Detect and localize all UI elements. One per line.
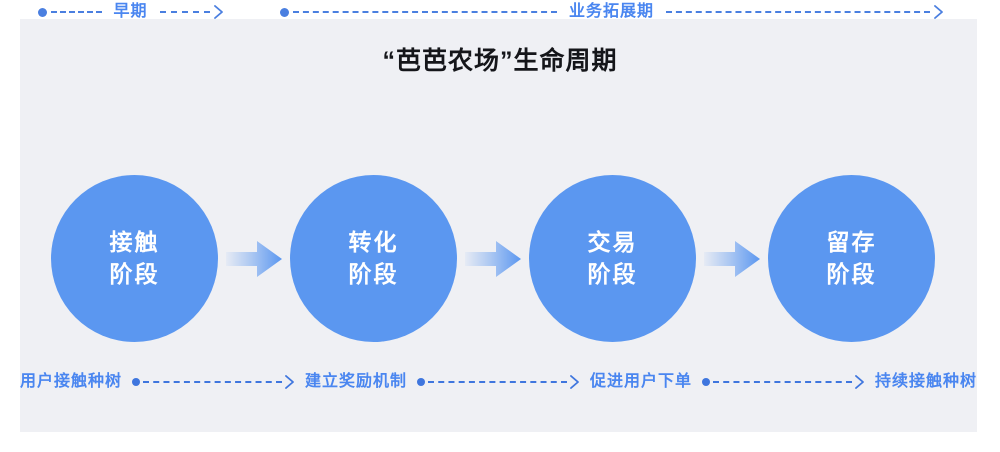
block-arrow-right-icon <box>465 241 521 277</box>
block-arrow-right-icon <box>704 241 760 277</box>
chevron-right-icon <box>285 375 294 389</box>
stage-circle-transaction[interactable]: 交易 阶段 <box>529 175 696 342</box>
stage-label-line1: 留存 <box>826 228 877 255</box>
dot-icon <box>702 378 711 386</box>
action-flow-row: 用户接触种树 建立奖励机制 促进用户下单 持续接触种树 <box>20 369 977 395</box>
action-label-contact-tree: 用户接触种树 <box>20 373 123 390</box>
dot-dashed-arrow-icon <box>702 375 865 389</box>
dashed-line-icon <box>666 11 931 13</box>
dashed-line-icon <box>293 11 557 13</box>
dot-dashed-arrow-icon <box>132 375 295 389</box>
stage-circle-conversion[interactable]: 转化 阶段 <box>290 175 457 342</box>
stage-label-line2: 阶段 <box>587 260 638 287</box>
stage-label-line1: 接触 <box>109 228 160 255</box>
stage-label-line1: 转化 <box>348 228 399 255</box>
chevron-right-icon <box>934 5 943 19</box>
dashed-line-icon <box>51 11 102 13</box>
dot-icon <box>417 378 426 386</box>
chevron-right-icon <box>855 375 864 389</box>
chevron-right-icon <box>570 375 579 389</box>
dot-dashed-arrow-icon <box>417 375 580 389</box>
phase-label-expansion: 业务拓展期 <box>569 3 655 20</box>
action-label-continuous-contact: 持续接触种树 <box>875 373 978 390</box>
dashed-line-icon <box>159 11 211 13</box>
page-title: “芭芭农场”生命周期 <box>382 47 618 75</box>
block-arrow-right-icon <box>226 241 282 277</box>
phase-timeline-early: 早期 <box>38 0 224 24</box>
stage-label-line2: 阶段 <box>109 260 160 287</box>
phase-timeline-expansion: 业务拓展期 <box>280 0 944 24</box>
dot-icon <box>38 7 47 17</box>
stage-circle-retention[interactable]: 留存 阶段 <box>768 175 935 342</box>
dashed-line-icon <box>428 381 567 383</box>
dot-icon <box>132 378 141 386</box>
phase-label-early: 早期 <box>113 3 148 20</box>
dashed-line-icon <box>713 381 852 383</box>
stage-label-line1: 交易 <box>587 228 638 255</box>
stage-label-line2: 阶段 <box>348 260 399 287</box>
action-label-promote-orders: 促进用户下单 <box>590 373 693 390</box>
dot-icon <box>280 7 289 17</box>
dashed-line-icon <box>143 381 282 383</box>
chevron-right-icon <box>214 5 223 19</box>
stage-label-line2: 阶段 <box>826 260 877 287</box>
action-label-reward-mechanism: 建立奖励机制 <box>305 373 408 390</box>
stage-circle-contact[interactable]: 接触 阶段 <box>51 175 218 342</box>
